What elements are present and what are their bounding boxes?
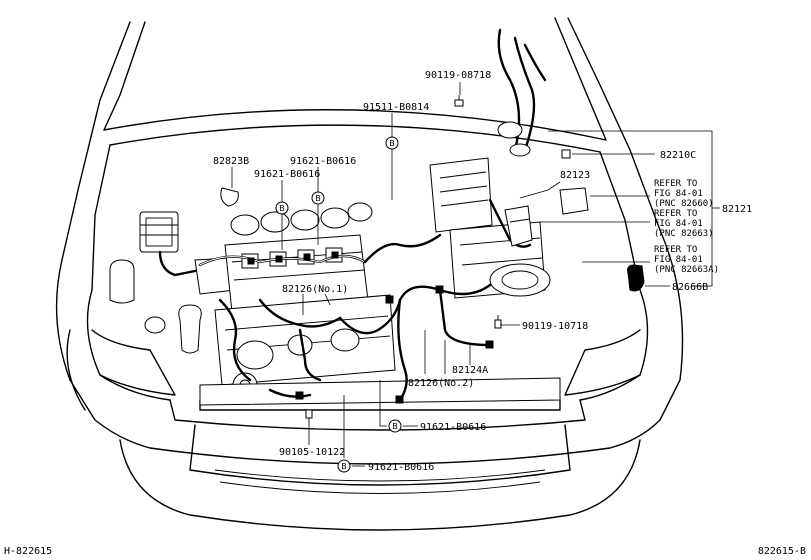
part-label-90105-10122: 90105-10122	[279, 447, 345, 458]
part-label-91511-b0814: 91511-B0814	[363, 102, 429, 113]
part-label-91621-b0616-d: 91621-B0616	[368, 462, 434, 473]
part-label-82121: 82121	[722, 204, 752, 215]
part-label-91621-b0616-c: 91621-B0616	[420, 422, 486, 433]
part-label-82666b: 82666B	[672, 282, 708, 293]
svg-text:B: B	[341, 462, 347, 471]
part-label-82210c: 82210C	[660, 150, 696, 161]
svg-text:B: B	[279, 204, 285, 213]
svg-text:B: B	[389, 139, 395, 148]
svg-text:(PNC 82663A): (PNC 82663A)	[654, 265, 719, 275]
part-label-82126-no1: 82126(No.1)	[282, 284, 348, 295]
bolt-marker-4: B	[388, 419, 402, 433]
part-label-82124a: 82124A	[452, 365, 488, 376]
vehicle-body-outline	[55, 17, 684, 531]
svg-text:REFER TO: REFER TO	[654, 209, 697, 219]
svg-text:FIG 84-01: FIG 84-01	[654, 219, 703, 229]
svg-text:(PNC 82660): (PNC 82660)	[654, 199, 714, 209]
part-label-82123: 82123	[560, 170, 590, 181]
part-labels: 90119-08718 91511-B0814 82210C 82823B 91…	[213, 70, 752, 473]
part-label-91621-b0616-b: 91621-B0616	[254, 169, 320, 180]
bolt-marker-1: B	[385, 136, 399, 150]
svg-text:REFER TO: REFER TO	[654, 179, 697, 189]
bolt-marker-3: B	[275, 201, 289, 215]
reference-note-1: REFER TO FIG 84-01 (PNC 82660)	[654, 179, 714, 209]
part-label-91621-b0616-a: 91621-B0616	[290, 156, 356, 167]
diagram-code-left: H-822615	[4, 546, 52, 557]
leader-lines	[231, 82, 720, 467]
part-label-82126-no2: 82126(No.2)	[408, 378, 474, 389]
svg-text:FIG 84-01: FIG 84-01	[654, 189, 703, 199]
svg-text:REFER TO: REFER TO	[654, 245, 697, 255]
diagram-code-right: 822615-B	[758, 546, 806, 557]
svg-text:B: B	[392, 422, 398, 431]
svg-text:B: B	[315, 194, 321, 203]
svg-text:(PNC 82663): (PNC 82663)	[654, 229, 714, 239]
reference-note-3: REFER TO FIG 84-01 (PNC 82663A)	[654, 245, 719, 275]
reference-note-2: REFER TO FIG 84-01 (PNC 82663)	[654, 209, 714, 239]
part-label-82823b: 82823B	[213, 156, 249, 167]
part-label-90119-08718: 90119-08718	[425, 70, 491, 81]
bolt-marker-5: B	[337, 459, 351, 473]
bolt-marker-2: B	[311, 191, 325, 205]
part-label-90119-10718: 90119-10718	[522, 321, 588, 332]
engine-bay-components	[109, 28, 645, 426]
svg-text:FIG 84-01: FIG 84-01	[654, 255, 703, 265]
